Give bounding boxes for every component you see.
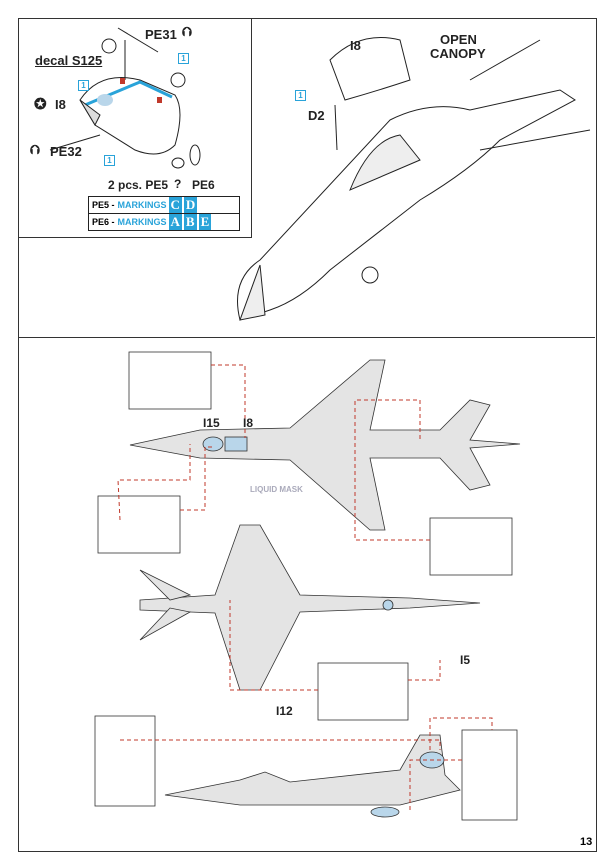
part-label-d2: D2 <box>308 108 325 123</box>
markings-row: PE6 - MARKINGS A B E <box>89 214 239 230</box>
page-number: 13 <box>580 836 593 848</box>
question-icon: ? <box>174 177 182 191</box>
side-view-aircraft-drawing <box>164 734 461 818</box>
section-divider <box>18 337 595 338</box>
open-canopy-aircraft-drawing <box>237 37 591 321</box>
callout-box: 1 <box>295 90 306 101</box>
part-label-pe32: PE32 <box>50 144 82 159</box>
callout-box: 1 <box>178 53 189 64</box>
callout-box: 1 <box>78 80 89 91</box>
pcs-label: 2 pcs. PE5 <box>108 178 169 192</box>
marking-letter: A <box>168 214 182 230</box>
mask-label-i15: I15 <box>203 416 220 430</box>
marking-letter: C <box>168 197 182 213</box>
decal-label: decal S125 <box>35 53 103 68</box>
bottom-view-aircraft-drawing <box>139 524 481 691</box>
mask-leader-lines <box>117 364 493 810</box>
part-label-i8: I8 <box>55 97 66 112</box>
mask-label-i5: I5 <box>460 653 471 667</box>
marking-letter: D <box>183 197 198 213</box>
part-label-pe6: PE6 <box>192 178 215 192</box>
arrow-up-icon: ⮉ <box>30 142 40 157</box>
open-label: OPEN <box>440 32 477 47</box>
part-name: PE6 - <box>92 217 115 227</box>
marking-letter: E <box>198 214 212 230</box>
star-icon: ✪ <box>34 96 47 113</box>
canopy-detail-drawing <box>49 27 201 169</box>
part-label-pe31: PE31 <box>145 27 177 42</box>
markings-row: PE5 - MARKINGS C D <box>89 197 239 214</box>
markings-label: MARKINGS <box>117 200 167 210</box>
part-name: PE5 - <box>92 200 115 210</box>
arrow-up-icon: ⮉ <box>182 24 192 39</box>
liquid-mask-label: LIQUID MASK <box>250 485 303 494</box>
markings-label: MARKINGS <box>117 217 167 227</box>
detail-panel <box>18 18 252 238</box>
page-frame <box>18 18 597 852</box>
callout-box: 1 <box>104 155 115 166</box>
canopy-label: CANOPY <box>430 46 486 61</box>
mask-sheets <box>94 351 518 821</box>
part-label-i8: I8 <box>350 38 361 53</box>
markings-table: PE5 - MARKINGS C D PE6 - MARKINGS A B E <box>88 196 240 231</box>
mask-label-i12: I12 <box>276 704 293 718</box>
marking-letter: B <box>183 214 197 230</box>
mask-label-i8: I8 <box>243 416 254 430</box>
